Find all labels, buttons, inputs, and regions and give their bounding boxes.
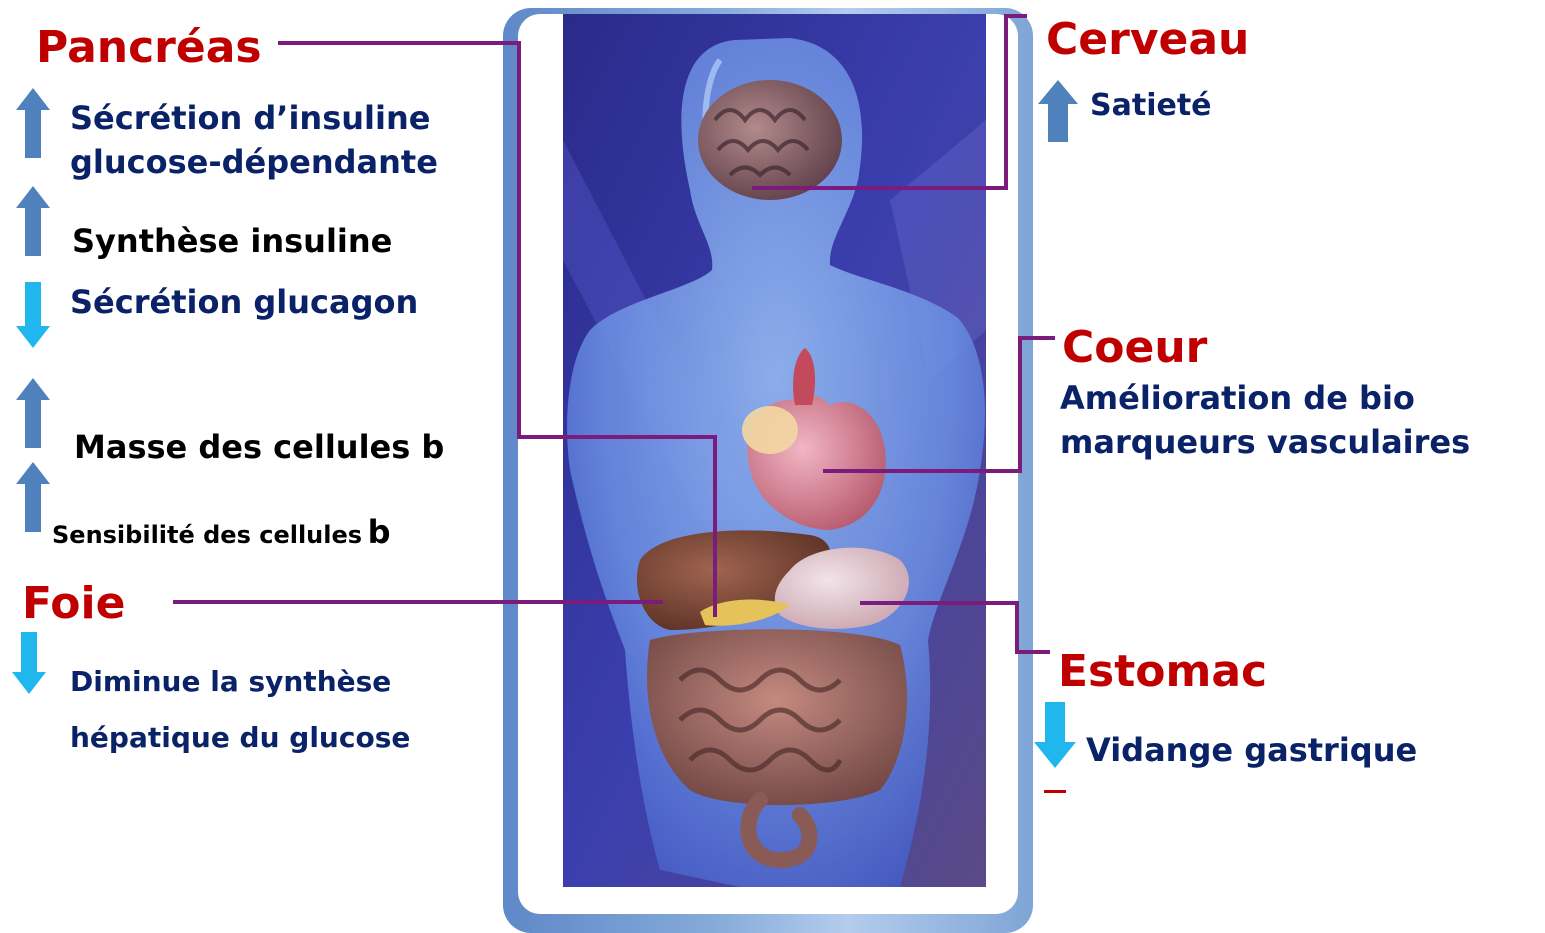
arrow-up-icon <box>16 462 50 532</box>
pancreas-effect-insulin-secretion-line1: Sécrétion d’insuline <box>70 96 438 140</box>
pancreas-effect-beta-cell-sensitivity: Sensibilité des cellules b <box>52 512 391 558</box>
stray-dash <box>1044 790 1066 793</box>
arrow-down-icon <box>16 282 50 348</box>
stomach-effect-gastric-emptying: Vidange gastrique <box>1086 728 1417 772</box>
brain-organ <box>698 80 842 200</box>
arrow-up-icon <box>16 378 50 448</box>
stomach-title: Estomac <box>1058 646 1267 697</box>
brain-title: Cerveau <box>1046 14 1249 65</box>
arrow-up-icon <box>16 186 50 256</box>
pancreas-effect-insulin-synthesis: Synthèse insuline <box>72 219 392 263</box>
heart-effect-vascular-markers: Amélioration de bio marqueurs vasculaire… <box>1060 376 1470 464</box>
arrow-up-icon <box>1038 80 1078 142</box>
arrow-up-icon <box>16 88 50 158</box>
heart-title: Coeur <box>1062 322 1207 373</box>
liver-title: Foie <box>22 578 125 629</box>
liver-effect-line2: hépatique du glucose <box>70 710 410 766</box>
pancreas-effect-beta-cell-sensitivity-text: Sensibilité des cellules <box>52 521 362 549</box>
pancreas-effect-insulin-secretion-line2: glucose-dépendante <box>70 140 438 184</box>
pancreas-effect-glucagon-secretion: Sécrétion glucagon <box>70 280 418 324</box>
heart-effect-line1: Amélioration de bio <box>1060 376 1470 420</box>
pancreas-effect-beta-cell-mass: Masse des cellules b <box>74 425 444 469</box>
liver-effect-line1: Diminue la synthèse <box>70 654 410 710</box>
arrow-down-icon <box>1034 702 1076 768</box>
pancreas-title: Pancréas <box>36 22 262 73</box>
liver-effect-glucose-synthesis: Diminue la synthèse hépatique du glucose <box>70 654 410 766</box>
pancreas-effect-insulin-secretion: Sécrétion d’insuline glucose-dépendante <box>70 96 438 184</box>
arrow-down-icon <box>12 632 46 694</box>
heart-atrium <box>742 406 798 454</box>
heart-effect-line2: marqueurs vasculaires <box>1060 420 1470 464</box>
beta-symbol: b <box>368 513 391 551</box>
brain-effect-satiety: Satieté <box>1090 88 1212 123</box>
